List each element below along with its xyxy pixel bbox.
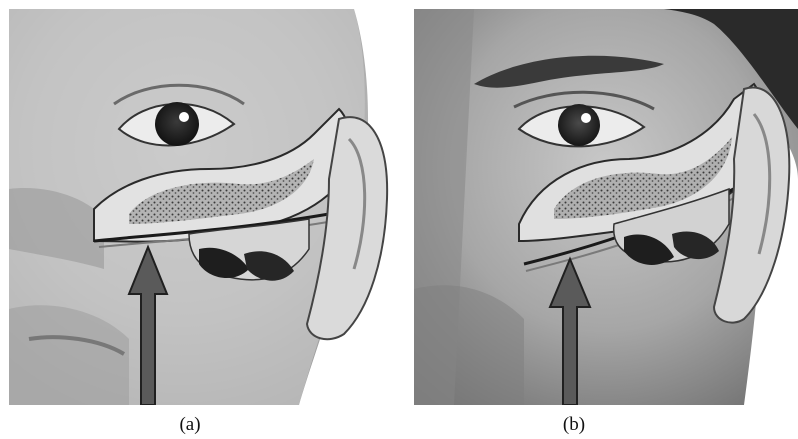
panel-a bbox=[9, 9, 393, 405]
caption-b: (b) bbox=[544, 414, 604, 436]
caption-a: (a) bbox=[160, 414, 220, 436]
panel-b bbox=[414, 9, 798, 405]
adult-face-illustration bbox=[414, 9, 798, 405]
infant-face-illustration bbox=[9, 9, 393, 405]
